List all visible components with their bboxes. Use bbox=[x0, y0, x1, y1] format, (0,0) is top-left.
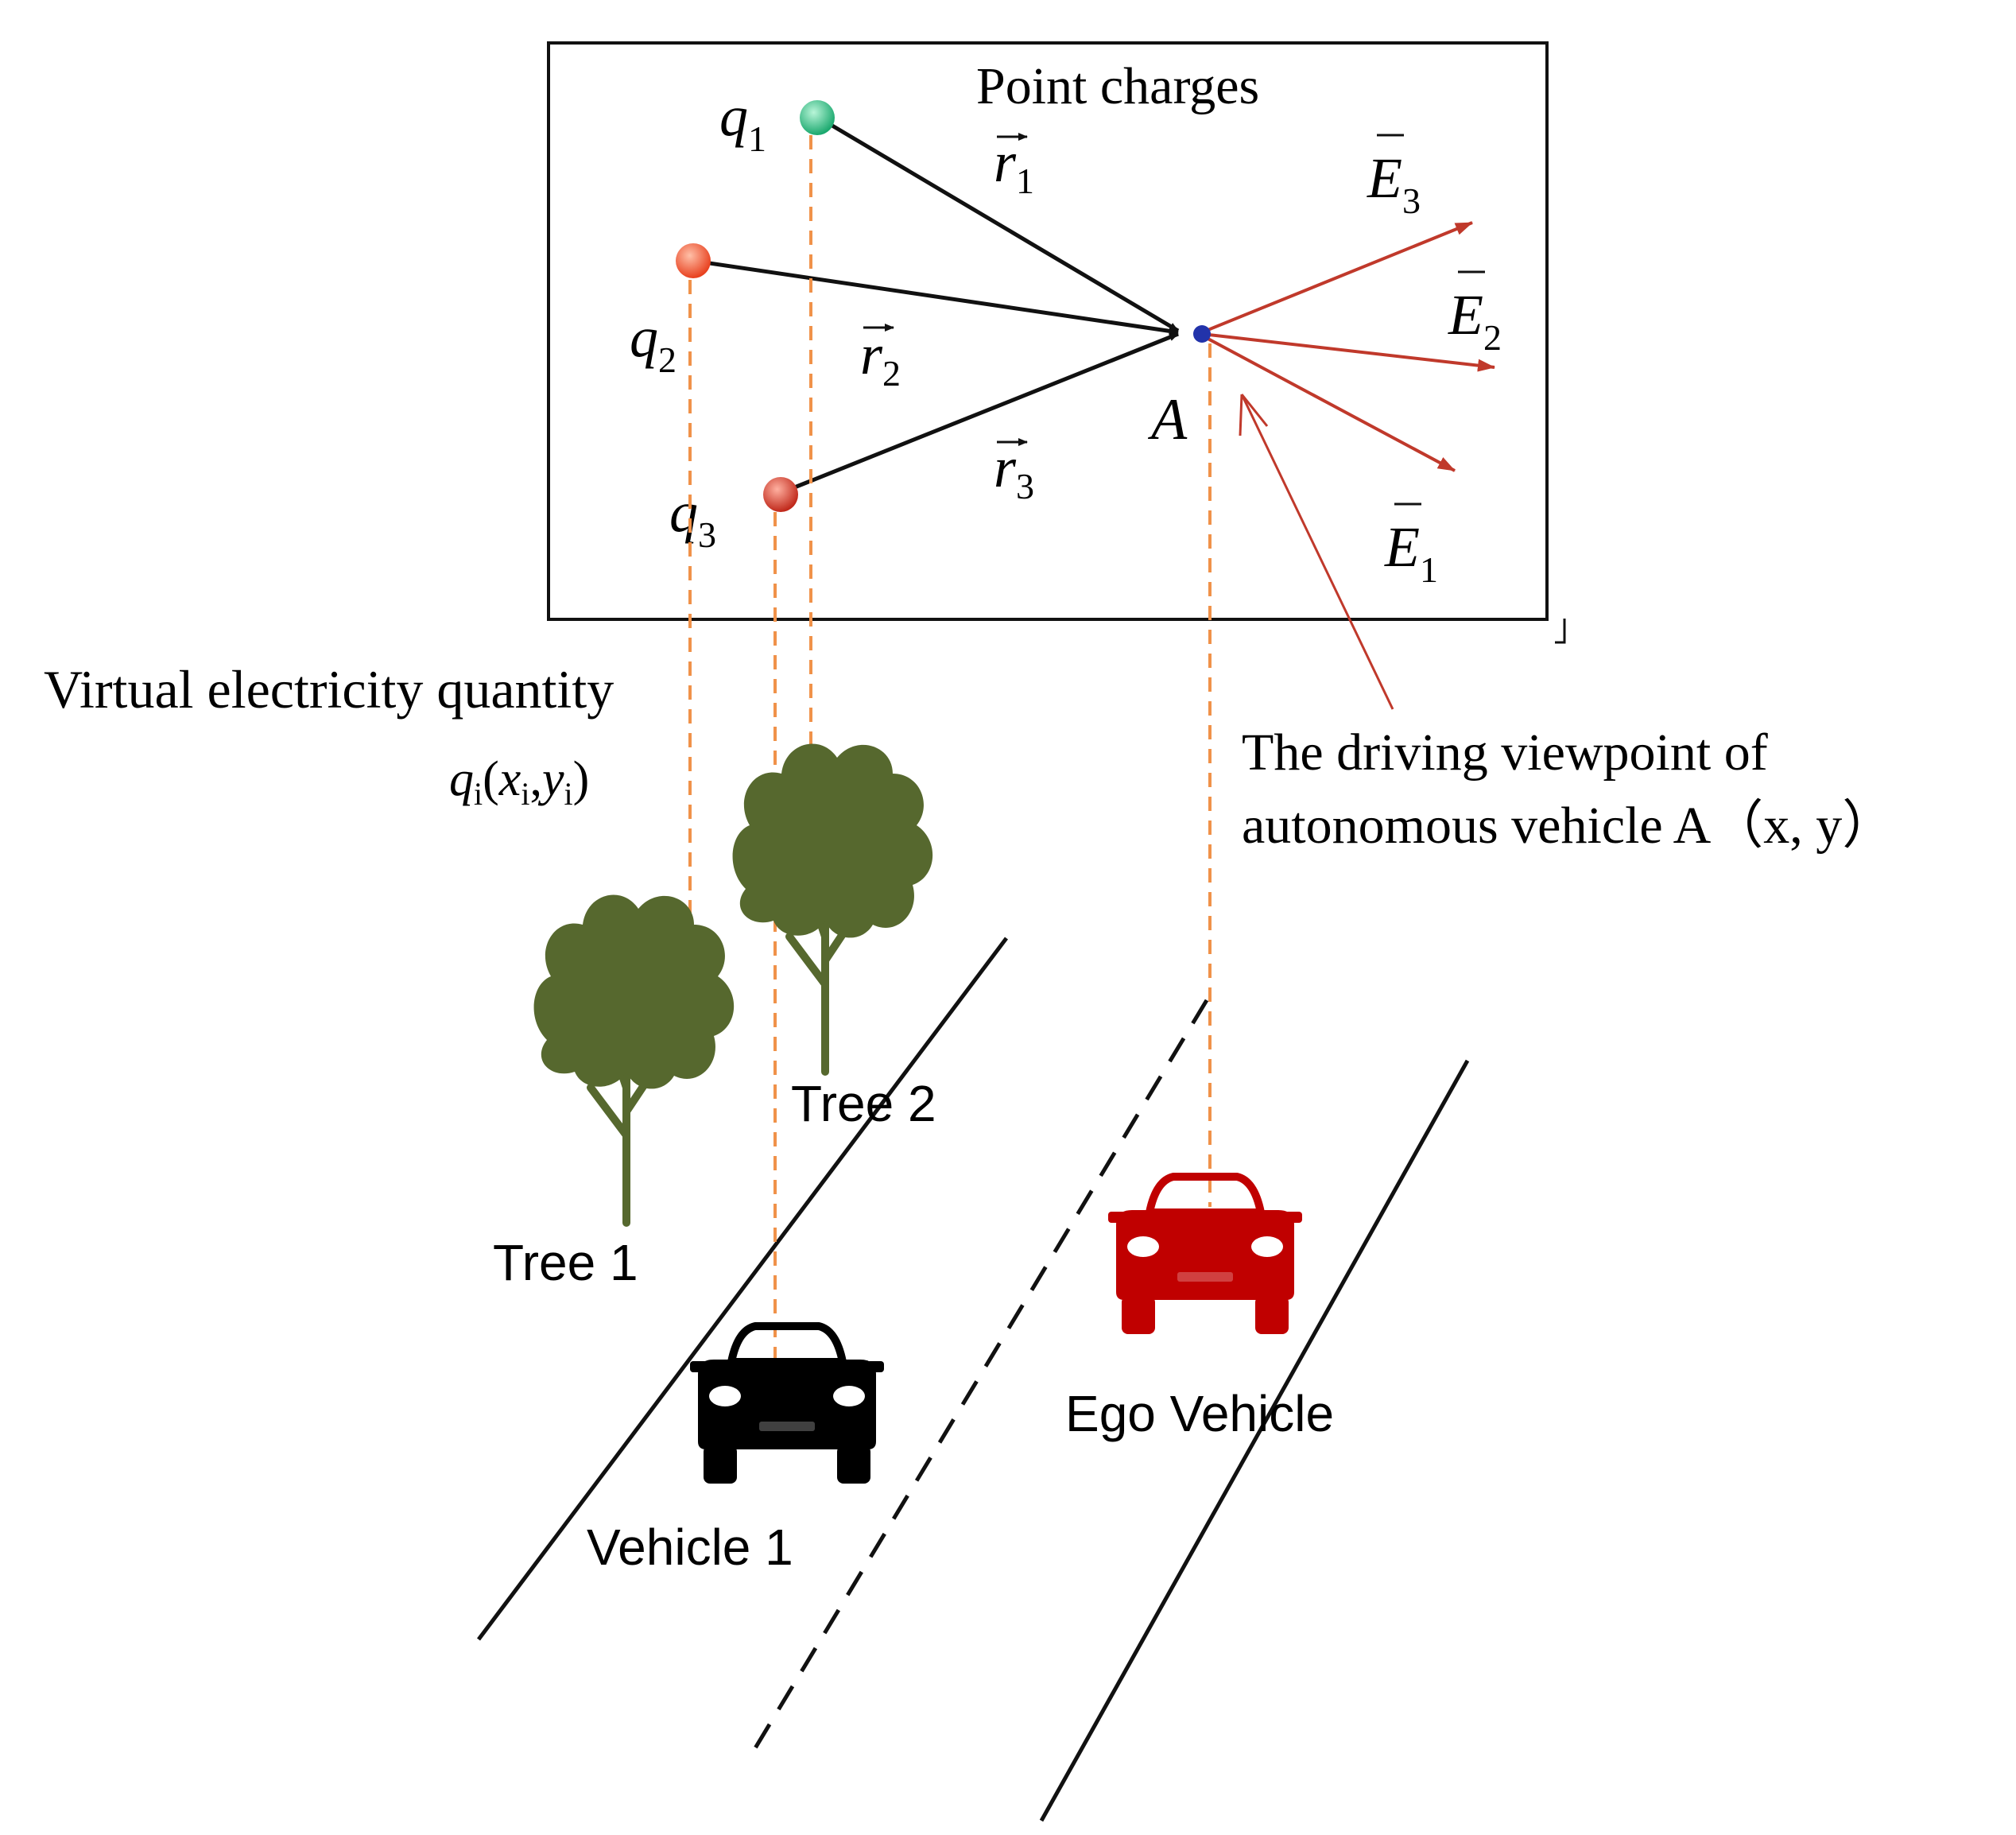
charge-q3-dot bbox=[763, 477, 798, 512]
road-right-edge bbox=[1039, 1059, 1470, 1822]
label-q3: q3 bbox=[669, 480, 716, 555]
road-center-dashed bbox=[746, 999, 1209, 1760]
svg-text:r3: r3 bbox=[994, 436, 1034, 506]
virtual-quantity-formula: qi(xi,yi) bbox=[449, 752, 589, 812]
projection-lines bbox=[688, 135, 1212, 1366]
box-title: Point charges bbox=[976, 57, 1259, 115]
vector-r1-line bbox=[817, 115, 1180, 333]
vehicle1-icon bbox=[690, 1326, 884, 1484]
tree1-label: Tree 1 bbox=[493, 1234, 638, 1291]
vector-r2-line bbox=[692, 258, 1179, 336]
viewpoint-label-line1: The driving viewpoint of bbox=[1242, 724, 1768, 782]
vector-e1-line bbox=[1201, 334, 1456, 472]
label-q2: q2 bbox=[630, 305, 677, 380]
viewpoint-label-line2: autonomous vehicle A（x, y） bbox=[1242, 797, 1894, 855]
label-r3: r3 bbox=[994, 436, 1034, 506]
ego-vehicle-icon bbox=[1108, 1177, 1302, 1334]
vehicle1-label: Vehicle 1 bbox=[587, 1519, 793, 1576]
road-left-edge bbox=[477, 937, 1008, 1641]
svg-text:r2: r2 bbox=[860, 323, 901, 394]
label-e1: E1 bbox=[1384, 502, 1438, 590]
point-charges-box bbox=[547, 41, 1549, 621]
svg-text:E2: E2 bbox=[1448, 283, 1502, 358]
tree2-label: Tree 2 bbox=[791, 1075, 936, 1132]
point-a-dot bbox=[1193, 325, 1211, 343]
charge-q2-dot bbox=[676, 243, 711, 278]
label-q1: q1 bbox=[719, 84, 766, 159]
vector-e3-line bbox=[1201, 221, 1473, 334]
svg-text:E3: E3 bbox=[1367, 146, 1421, 221]
virtual-quantity-label: Virtual electricity quantity bbox=[44, 659, 614, 720]
label-e3: E3 bbox=[1367, 134, 1421, 221]
label-r2: r2 bbox=[860, 323, 901, 394]
viewpoint-pointer-line bbox=[1240, 394, 1394, 710]
viewpoint-pointer-head bbox=[1239, 394, 1269, 436]
return-mark bbox=[1555, 619, 1566, 644]
tree1-icon bbox=[534, 895, 735, 1223]
vector-r3-line bbox=[780, 332, 1179, 495]
svg-text:E1: E1 bbox=[1384, 515, 1438, 590]
tree2-icon bbox=[733, 744, 933, 1072]
ego-vehicle-label: Ego Vehicle bbox=[1065, 1385, 1334, 1442]
label-r1: r1 bbox=[994, 130, 1034, 201]
charge-q1-dot bbox=[800, 100, 835, 135]
label-point-a: A bbox=[1147, 387, 1188, 452]
svg-text:r1: r1 bbox=[994, 130, 1034, 201]
vector-e2-line bbox=[1201, 332, 1495, 372]
label-e2: E2 bbox=[1448, 270, 1502, 358]
